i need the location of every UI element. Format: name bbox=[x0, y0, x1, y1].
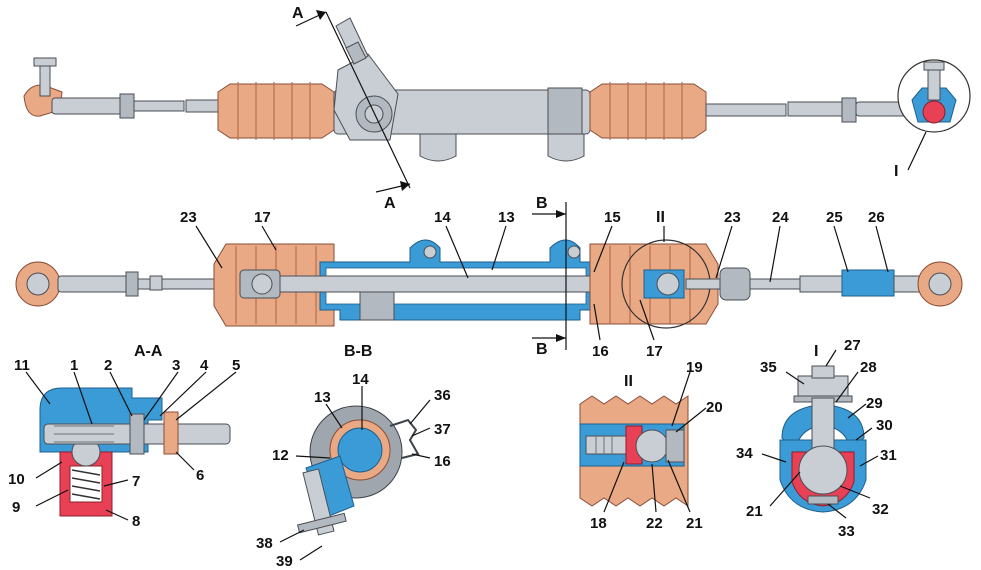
left-boot-top bbox=[217, 82, 335, 140]
callout-23-right: 23 bbox=[724, 209, 741, 226]
detail-title-i: I bbox=[814, 343, 818, 360]
callout-1: 1 bbox=[70, 357, 78, 374]
callout-16-bb: 16 bbox=[434, 453, 451, 470]
detail-ii-circle-mid bbox=[621, 239, 711, 329]
right-boot-top bbox=[589, 82, 707, 140]
callout-31: 31 bbox=[880, 447, 897, 464]
callout-15: 15 bbox=[604, 209, 621, 226]
callout-26: 26 bbox=[868, 209, 885, 226]
callout-8: 8 bbox=[132, 513, 140, 530]
top-assembly: A A I bbox=[23, 5, 971, 212]
callout-39: 39 bbox=[276, 553, 293, 570]
middle-assembly-section: B B 23 17 14 13 15 II 23 24 25 26 16 17 bbox=[15, 195, 963, 360]
detail-ii: II 19 20 18 22 21 bbox=[579, 359, 723, 532]
callout-35: 35 bbox=[760, 359, 777, 376]
callout-20: 20 bbox=[706, 399, 723, 416]
callout-37: 37 bbox=[434, 421, 451, 438]
callout-16-mid: 16 bbox=[592, 343, 609, 360]
left-tie-rod-end-mid bbox=[15, 261, 215, 307]
callout-11: 11 bbox=[14, 357, 30, 374]
callout-6: 6 bbox=[196, 467, 204, 484]
callout-36: 36 bbox=[434, 387, 451, 404]
callout-12: 12 bbox=[272, 447, 289, 464]
callout-25: 25 bbox=[826, 209, 843, 226]
callout-10: 10 bbox=[8, 471, 25, 488]
callout-27: 27 bbox=[844, 337, 861, 354]
cut-line-b bbox=[532, 202, 567, 350]
callout-23-left: 23 bbox=[180, 209, 197, 226]
callout-34: 34 bbox=[736, 445, 753, 462]
cut-label-a-bottom: A bbox=[384, 195, 396, 212]
cut-label-b-top: B bbox=[536, 195, 548, 212]
cut-line-a bbox=[295, 10, 411, 193]
left-inner-joint bbox=[239, 269, 281, 299]
callout-17-left: 17 bbox=[254, 209, 271, 226]
left-inner-rod-top bbox=[185, 99, 221, 113]
callout-21-i: 21 bbox=[746, 503, 763, 520]
callout-33: 33 bbox=[838, 523, 855, 540]
callout-38: 38 bbox=[256, 535, 273, 552]
callout-9: 9 bbox=[12, 499, 20, 516]
callout-2: 2 bbox=[104, 357, 112, 374]
callout-3: 3 bbox=[172, 357, 180, 374]
callout-18: 18 bbox=[590, 515, 607, 532]
callout-21-ii: 21 bbox=[686, 515, 703, 532]
callout-4: 4 bbox=[200, 357, 209, 374]
callout-17-right: 17 bbox=[646, 343, 663, 360]
callout-7: 7 bbox=[132, 473, 140, 490]
callout-19: 19 bbox=[686, 359, 703, 376]
detail-label-i-top: I bbox=[894, 163, 898, 180]
section-title-b-b: B-B bbox=[344, 343, 372, 360]
callout-28: 28 bbox=[860, 359, 877, 376]
callout-14-mid: 14 bbox=[434, 209, 451, 226]
callout-24: 24 bbox=[772, 209, 789, 226]
section-title-a-a: A-A bbox=[134, 343, 163, 360]
section-b-b: B-B 13 14 12 36 37 16 38 39 bbox=[256, 343, 451, 570]
cut-label-b-bottom: B bbox=[536, 341, 548, 358]
detail-label-ii-mid: II bbox=[656, 209, 665, 226]
callout-29: 29 bbox=[866, 395, 883, 412]
left-tie-rod-end-top bbox=[23, 57, 185, 119]
section-a-a: A-A 11 1 2 3 4 5 6 7 8 9 10 bbox=[8, 343, 240, 530]
callout-13-bb: 13 bbox=[314, 389, 331, 406]
detail-title-ii: II bbox=[624, 373, 633, 390]
right-tie-rod-top bbox=[705, 97, 913, 123]
callout-13-mid: 13 bbox=[498, 209, 515, 226]
callout-5: 5 bbox=[232, 357, 240, 374]
callout-32: 32 bbox=[872, 501, 889, 518]
callout-30: 30 bbox=[876, 417, 893, 434]
callout-22: 22 bbox=[646, 515, 663, 532]
callout-14-bb: 14 bbox=[352, 371, 369, 388]
detail-i: I 35 27 28 29 30 31 34 21 32 33 bbox=[736, 337, 897, 540]
spring-a-a bbox=[69, 465, 103, 503]
rack-housing-top bbox=[333, 17, 591, 162]
detail-i-circle-top bbox=[897, 59, 971, 133]
right-tie-rod-mid bbox=[685, 261, 963, 307]
cut-label-a-top: A bbox=[292, 5, 304, 22]
